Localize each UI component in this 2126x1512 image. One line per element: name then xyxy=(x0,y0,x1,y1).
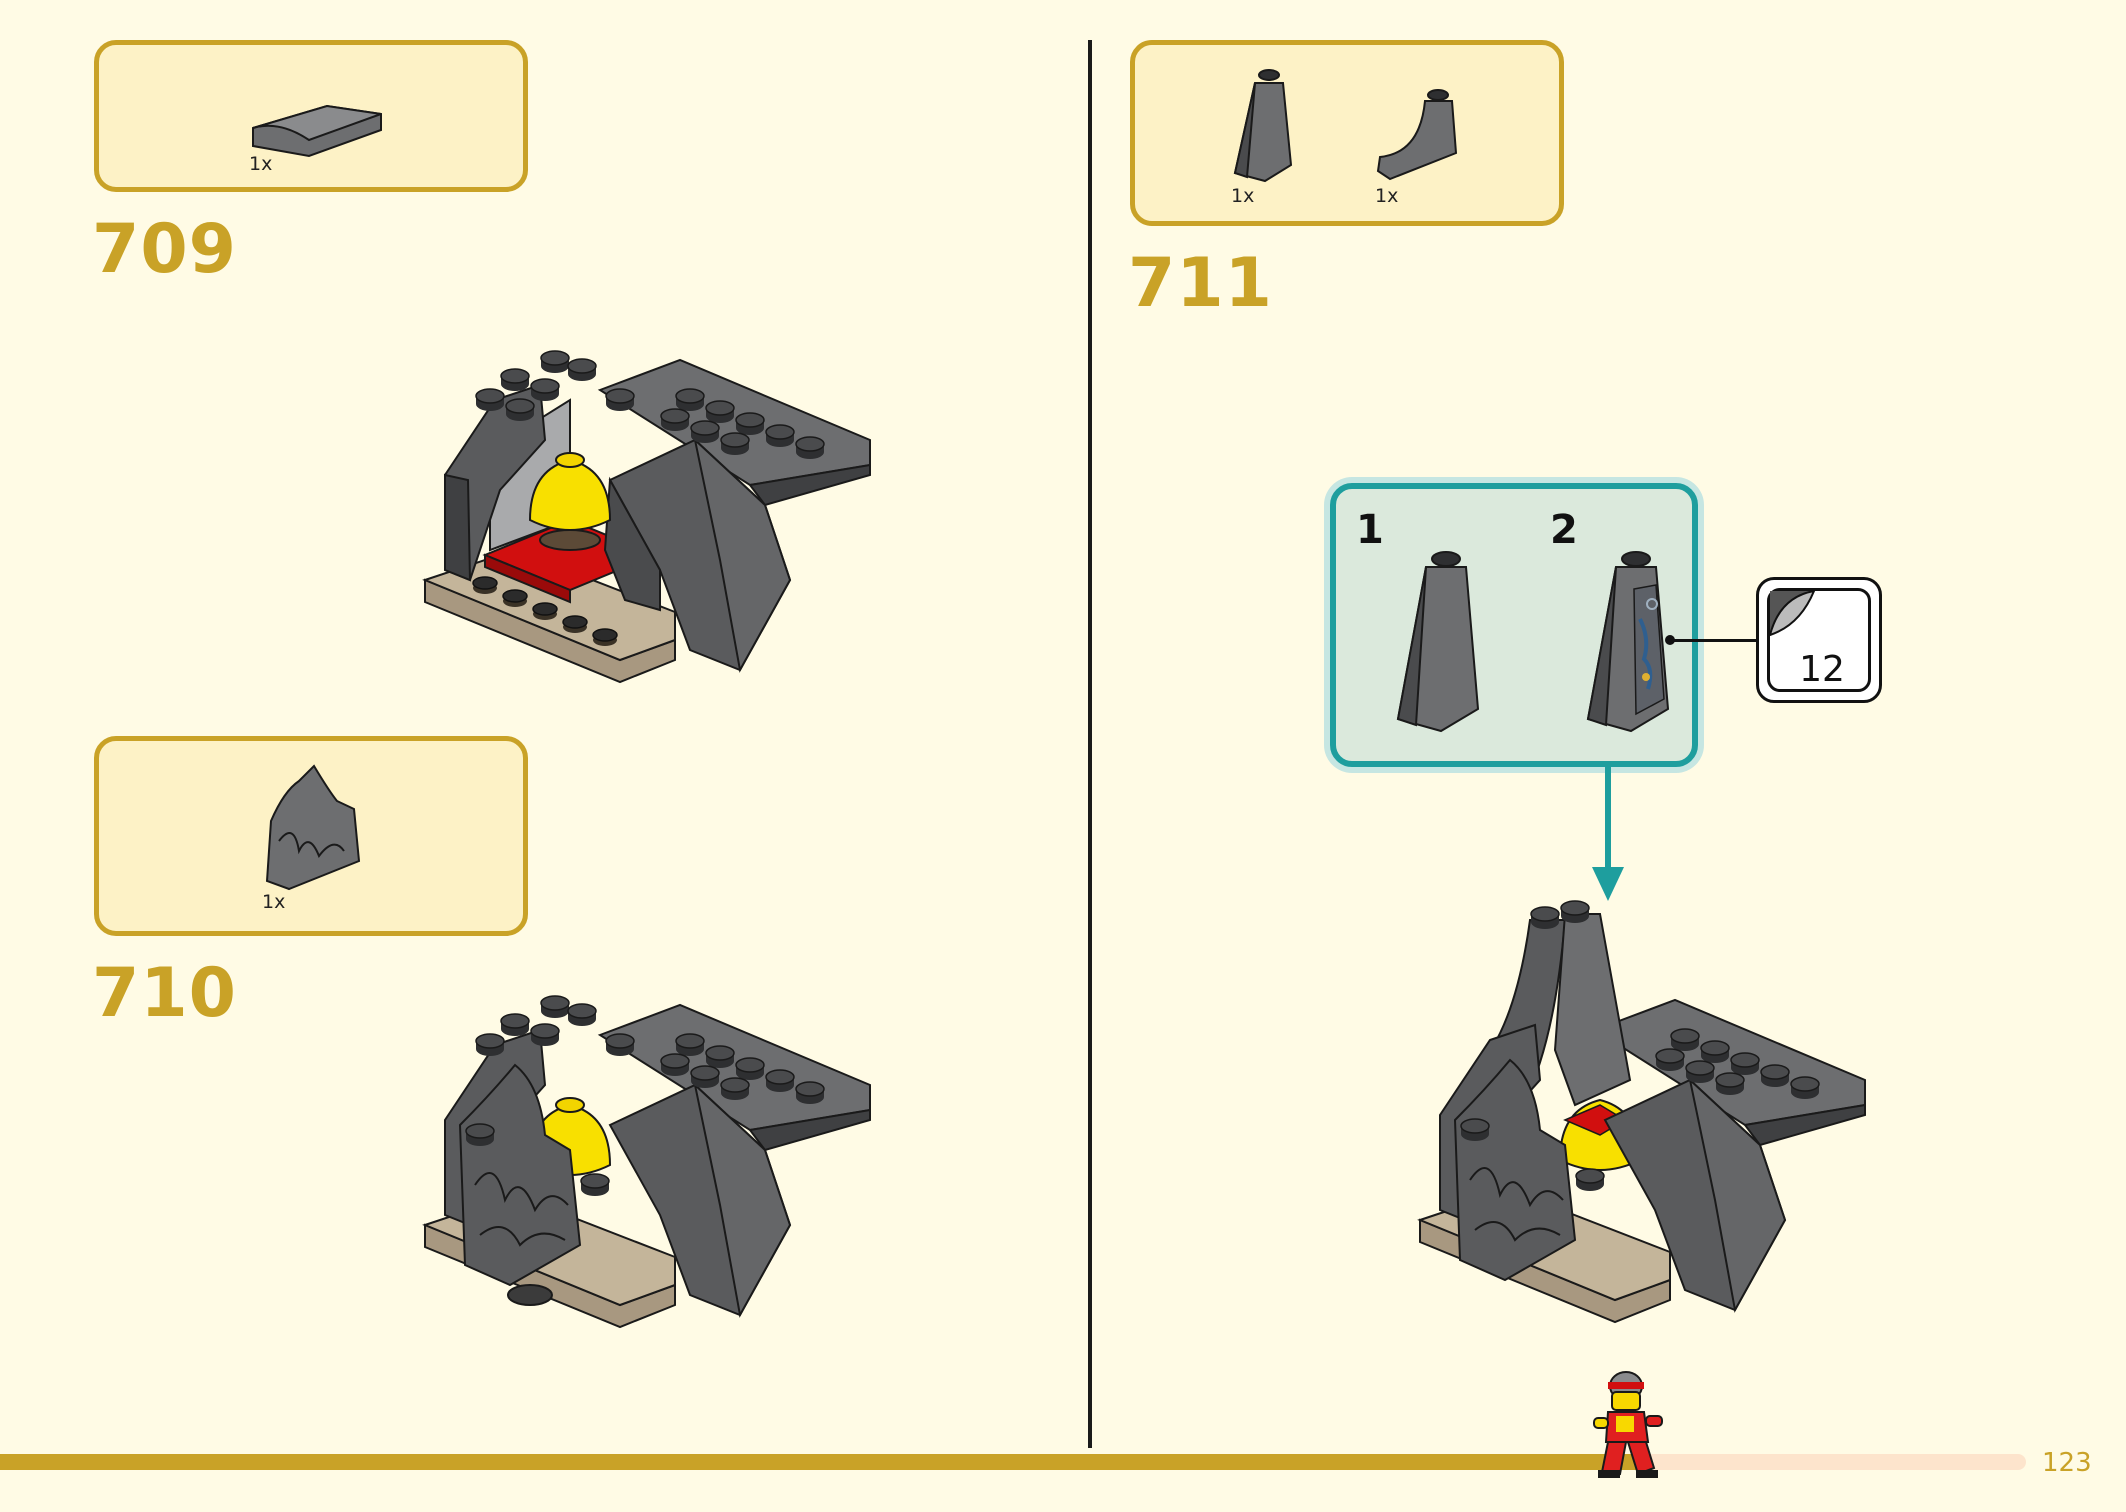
tall-slope-brick-with-sticker-icon xyxy=(1586,551,1670,733)
progress-bar-track xyxy=(1640,1454,2026,1470)
curved-slope-part-icon xyxy=(252,104,382,158)
rock-panel-part-icon xyxy=(265,764,361,891)
tall-slope-brick-icon xyxy=(1396,551,1480,733)
sticker-peel-icon xyxy=(1770,591,1816,637)
sub-step-number-2: 2 xyxy=(1550,507,1578,553)
step-number-711: 711 xyxy=(1128,244,1273,323)
page-divider xyxy=(1088,40,1092,1448)
parts-box-711: 1x 1x xyxy=(1130,40,1564,226)
step-number-710: 710 xyxy=(92,954,237,1033)
ninja-minifigure-icon xyxy=(1593,1371,1663,1478)
parts-box-710: 1x xyxy=(94,736,528,936)
sub-step-number-1: 1 xyxy=(1356,507,1384,553)
sticker-leader-line xyxy=(1670,639,1758,642)
tall-slope-part-icon xyxy=(1233,69,1293,183)
progress-bar-fill xyxy=(0,1454,1640,1470)
sticker-indicator: 12 xyxy=(1756,577,1882,703)
part-quantity: 1x xyxy=(262,891,286,913)
part-quantity: 1x xyxy=(1231,185,1255,207)
parts-box-709: 1x xyxy=(94,40,528,192)
sticker-leader-dot xyxy=(1665,635,1675,645)
build-model-step-710 xyxy=(422,995,871,1329)
build-model-step-709 xyxy=(422,350,871,684)
part-quantity: 1x xyxy=(1375,185,1399,207)
step-number-709: 709 xyxy=(92,210,237,289)
page-number: 123 xyxy=(2042,1448,2092,1478)
sticker-sheet-icon: 12 xyxy=(1767,588,1871,692)
curved-arch-part-icon xyxy=(1376,89,1458,181)
part-quantity: 1x xyxy=(249,153,273,175)
sub-step-callout: 1 2 xyxy=(1330,483,1698,767)
down-arrow-icon xyxy=(1592,767,1624,901)
build-model-step-711 xyxy=(1417,900,1866,1324)
sticker-number: 12 xyxy=(1799,649,1845,690)
